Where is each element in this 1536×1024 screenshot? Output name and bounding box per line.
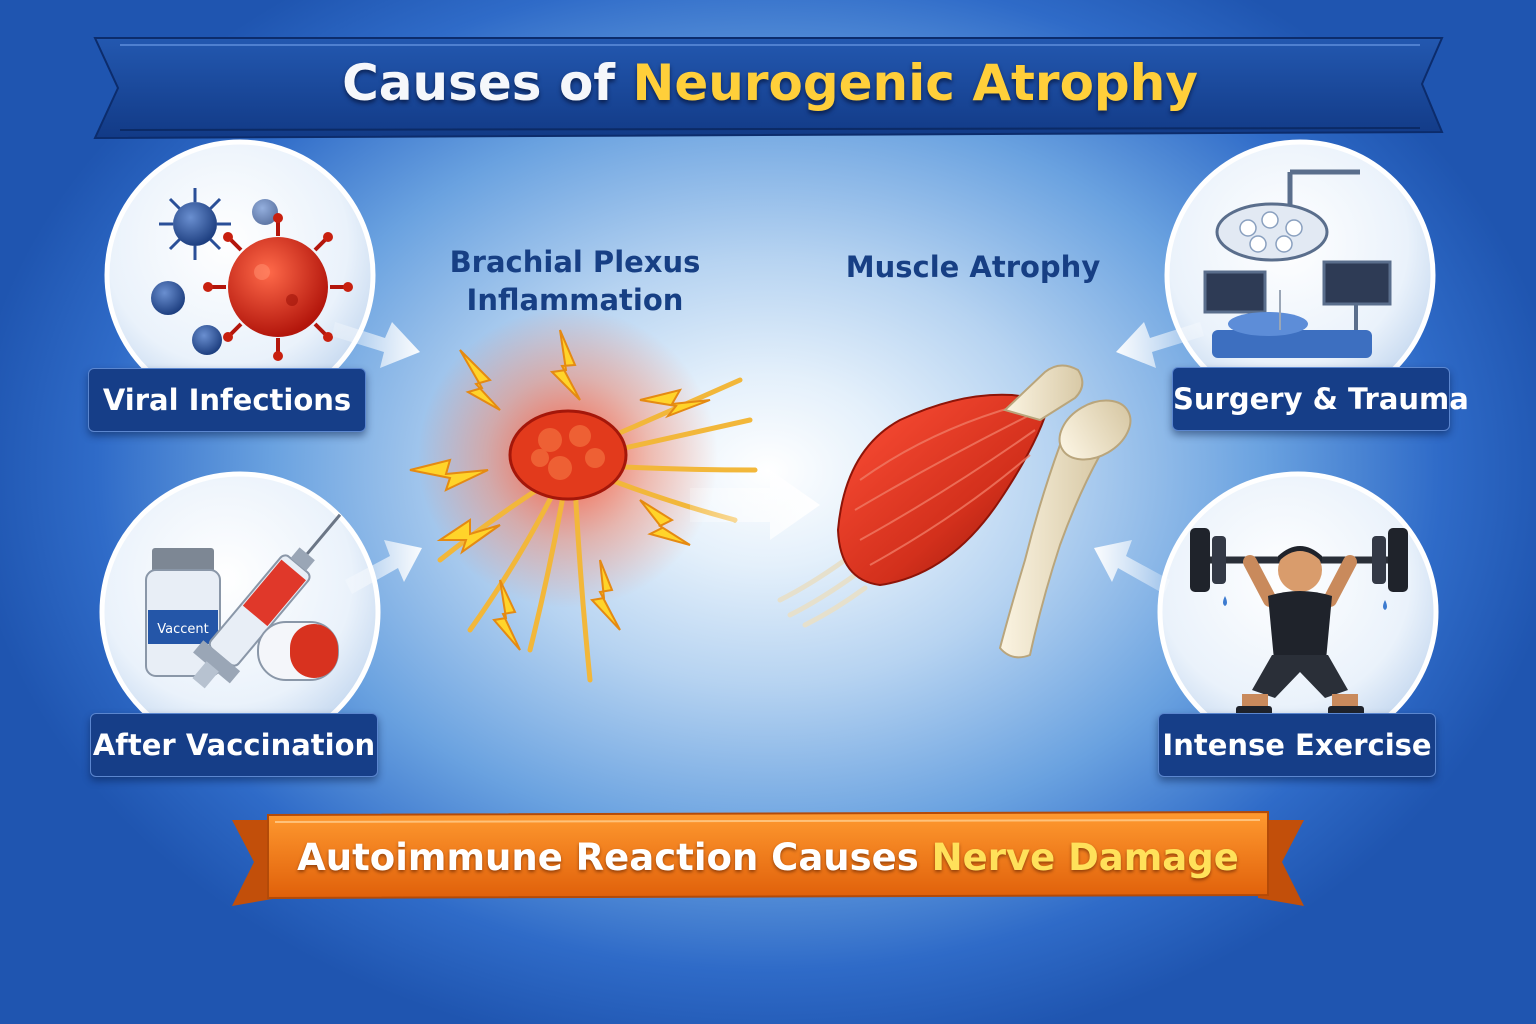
cause-label-viral-infections: Viral Infections xyxy=(88,368,366,432)
banner-text: Autoimmune Reaction Causes Nerve Damage xyxy=(250,826,1286,890)
banner-highlight: Nerve Damage xyxy=(931,836,1239,879)
cause-label-after-vaccination: After Vaccination xyxy=(90,713,378,777)
page-title: Causes of Neurogenic Atrophy xyxy=(170,48,1370,118)
surgery-icon xyxy=(1203,169,1392,358)
vial-label: Vaccent xyxy=(157,622,208,637)
inflammation-label: Brachial Plexus Inflammation xyxy=(430,243,720,319)
atrophy-label: Muscle Atrophy xyxy=(845,250,1101,284)
cause-label-surgery-trauma: Surgery & Trauma xyxy=(1172,367,1469,431)
arrow-vaccine xyxy=(345,540,422,594)
title-banner xyxy=(93,37,1444,140)
title-part1: Causes of xyxy=(342,54,616,112)
title-highlight: Neurogenic Atrophy xyxy=(632,54,1198,112)
banner-part1: Autoimmune Reaction Causes xyxy=(297,836,919,879)
center-arrow xyxy=(690,470,820,540)
virus-icon xyxy=(151,188,353,361)
bottom-ribbon xyxy=(232,810,1304,906)
arrow-exercise xyxy=(1094,540,1170,594)
inflammation-label-line2: Inflammation xyxy=(466,283,684,317)
vaccine-icon: Vaccent xyxy=(145,513,342,689)
cause-label-intense-exercise: Intense Exercise xyxy=(1158,713,1436,777)
arrow-viral xyxy=(332,322,420,368)
muscle-atrophy-icon xyxy=(777,364,1132,659)
arrow-surgery xyxy=(1116,322,1204,368)
inflammation-label-line1: Brachial Plexus xyxy=(449,245,701,279)
